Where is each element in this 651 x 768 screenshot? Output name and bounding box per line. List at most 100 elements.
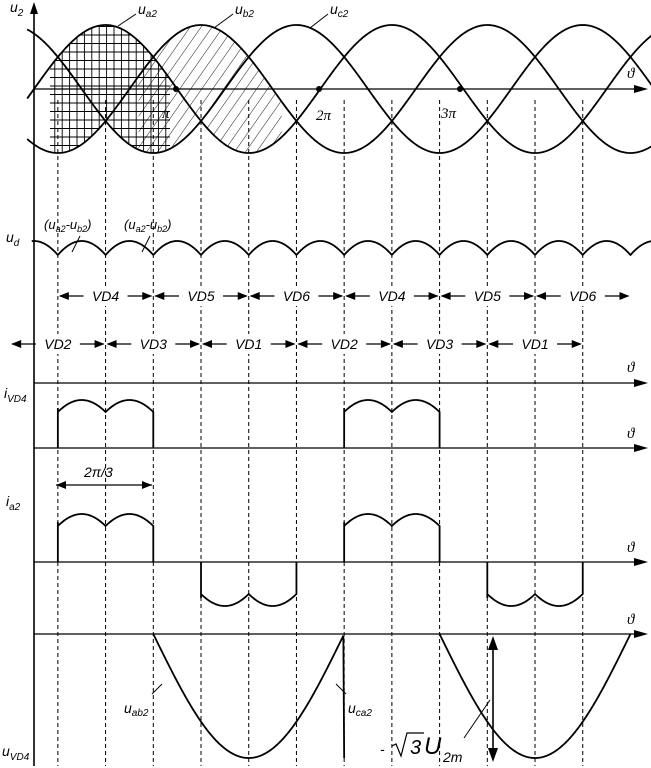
axis-uvd4-arrow-icon: [634, 630, 648, 638]
leader-ub2: [213, 13, 234, 29]
interval-right-arrow-icon: [94, 340, 105, 348]
interval-2pi-3: 2π/3: [56, 464, 152, 489]
interval-right-arrow-icon: [190, 340, 201, 348]
axis-anode-row: [34, 379, 648, 387]
ud-annotation-left: (ua2-ub2): [44, 217, 92, 234]
svg-text:U: U: [424, 733, 442, 760]
cathode-conduction-row: VD4 VD5 VD6 VD4 VD5 VD6: [58, 286, 630, 306]
interval-left-arrow-icon: [297, 340, 308, 348]
interval-label-bg: [513, 334, 558, 354]
interval-label-bg: [274, 286, 319, 306]
interval-left-arrow-icon: [202, 340, 213, 348]
curve-ud-ripple: [31, 240, 651, 257]
svg-text:3: 3: [410, 737, 421, 759]
interval-right-arrow-icon: [428, 292, 439, 300]
interval-label-bg: [179, 286, 224, 306]
interval-label-bg: [83, 286, 128, 306]
axis-symbol-uvd4: ϑ: [627, 612, 636, 628]
axis-anode-arrow-icon: [634, 379, 648, 387]
interval-label-vd3: VD3: [140, 336, 167, 352]
interval-left-arrow-icon: [106, 340, 117, 348]
amplitude-arrow: [463, 636, 498, 762]
label-uca2: uca2: [348, 700, 372, 719]
axis-ia2: [34, 558, 648, 566]
interval-label-vd6: VD6: [283, 288, 310, 304]
interval-right-arrow-icon: [285, 340, 296, 348]
dashed-guide-lines: [57, 100, 584, 766]
interval-left-arrow-icon: [392, 340, 403, 348]
axis-uvd4: [34, 630, 648, 638]
interval-right-arrow-icon: [571, 340, 582, 348]
curve-uc2: [26, 24, 651, 154]
ylabel-u2: u2: [10, 0, 24, 19]
tick-3pi-dot: [457, 86, 463, 92]
ud-annotation-right: (ua2-ub2): [124, 217, 172, 234]
interval-label-vd5: VD5: [474, 288, 501, 304]
axis-ia2-arrow-icon: [634, 558, 648, 566]
interval-label-bg: [465, 286, 510, 306]
interval-label-vd4: VD4: [92, 288, 119, 304]
ylabel-ia2: ia2: [6, 493, 21, 513]
leader-ud-left: [71, 235, 81, 253]
label-ua2: ua2: [138, 1, 157, 20]
axis-symbol-anode: ϑ: [627, 360, 636, 376]
curve-top-envelope: [598, 34, 651, 100]
interval-left-arrow-icon: [11, 340, 22, 348]
interval-right-arrow-icon: [476, 340, 487, 348]
interval-label-vd3: VD3: [426, 336, 453, 352]
axis-ivd4: [34, 444, 648, 452]
interval-label-bg: [35, 334, 80, 354]
vertical-axis-arrow-icon: [30, 2, 38, 14]
svg-text:-: -: [380, 741, 385, 757]
amplitude-label: - 3 U 2m: [380, 732, 463, 765]
interval-left-arrow-icon: [488, 340, 499, 348]
axis-symbol-ia2: ϑ: [627, 540, 636, 556]
interval-left-arrow-icon: [345, 292, 356, 300]
interval-label-vd1: VD1: [235, 336, 262, 352]
interval-label: 2π/3: [83, 464, 113, 480]
interval-label-vd2: VD2: [44, 336, 71, 352]
interval-label-bg: [131, 334, 176, 354]
label-uc2: uc2: [330, 1, 349, 20]
interval-right-arrow-icon: [142, 292, 153, 300]
tick-label-3pi: 3π: [440, 106, 457, 122]
curve-ivd4: [56, 399, 441, 448]
tick-label-pi: π: [162, 106, 170, 122]
interval-left-arrow-icon: [56, 481, 66, 489]
interval-right-arrow-icon: [333, 292, 344, 300]
tick-label-2pi: 2π: [316, 108, 332, 124]
ylabel-ivd4: iVD4: [4, 385, 27, 405]
interval-left-arrow-icon: [58, 292, 69, 300]
anode-conduction-row: VD2 VD3 VD1 VD2 VD3 VD1: [11, 334, 582, 354]
interval-left-arrow-icon: [249, 292, 260, 300]
interval-right-arrow-icon: [524, 292, 535, 300]
leader-ud-right: [141, 235, 151, 253]
tick-2pi-dot: [316, 86, 322, 92]
amplitude-down-arrow-icon: [488, 748, 498, 762]
interval-label-bg: [560, 286, 605, 306]
leader-uab2: [151, 683, 163, 695]
curve-ub2: [26, 24, 651, 154]
axis-ivd4-arrow-icon: [634, 444, 648, 452]
interval-label-vd2: VD2: [331, 336, 358, 352]
amplitude-up-arrow-icon: [488, 636, 498, 650]
interval-label-vd1: VD1: [521, 336, 548, 352]
label-ub2: ub2: [235, 1, 254, 20]
curve-uvd4: [152, 633, 632, 759]
curve-ia2: [56, 513, 584, 607]
interval-right-arrow-icon: [237, 292, 248, 300]
sqrt-sign-icon: [391, 732, 424, 758]
leader-uca2: [335, 683, 347, 695]
axis-top: [34, 85, 648, 93]
interval-label-vd6: VD6: [569, 288, 596, 304]
ylabel-ud: ud: [6, 229, 20, 249]
interval-label-bg: [417, 334, 462, 354]
interval-label-bg: [369, 286, 414, 306]
interval-label-vd5: VD5: [187, 288, 214, 304]
ylabel-uvd4: uVD4: [2, 743, 30, 763]
axis-symbol-ivd4: ϑ: [627, 426, 636, 442]
interval-label-vd4: VD4: [378, 288, 405, 304]
interval-right-arrow-icon: [142, 481, 152, 489]
